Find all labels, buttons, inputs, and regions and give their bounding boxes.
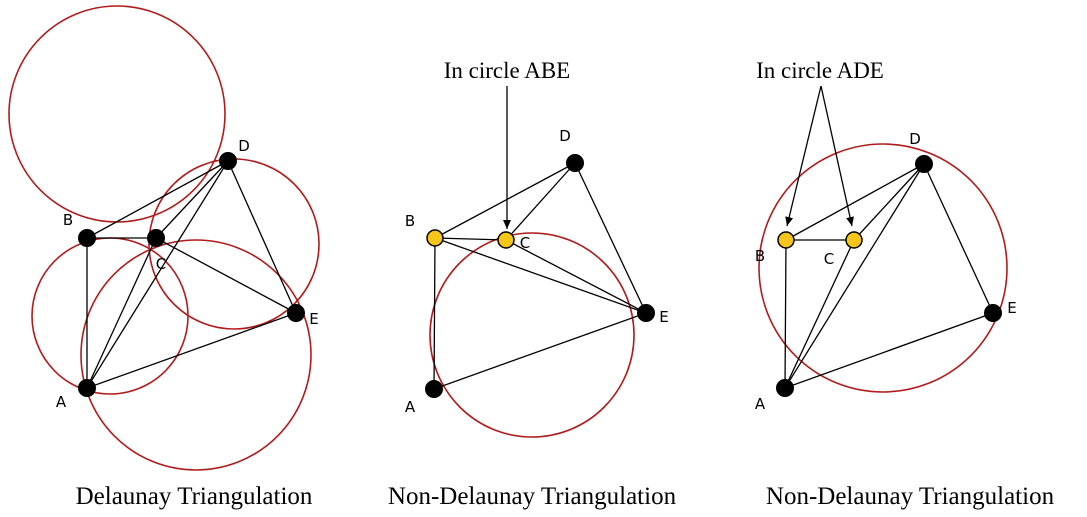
circumcircle-ade bbox=[758, 143, 1008, 393]
edge-ae bbox=[433, 312, 647, 390]
edge-ab bbox=[784, 239, 787, 389]
vertex-label-c: C bbox=[156, 255, 166, 273]
circumcircle-cde bbox=[148, 158, 320, 330]
edge-ad bbox=[86, 160, 229, 389]
vertex-label-b: B bbox=[405, 212, 415, 230]
vertex-b bbox=[777, 231, 795, 249]
caption: Delaunay Triangulation bbox=[76, 483, 313, 510]
edge-ae bbox=[86, 312, 297, 389]
edge-be bbox=[434, 237, 647, 314]
caption: Non-Delaunay Triangulation bbox=[766, 483, 1055, 510]
annotation-arrow-to-c bbox=[820, 85, 854, 227]
triangulation-edges bbox=[784, 163, 994, 389]
annotation-label: In circle ADE bbox=[756, 58, 884, 83]
edge-de bbox=[574, 162, 647, 314]
vertex-label-a: A bbox=[56, 393, 67, 411]
vertex-d bbox=[915, 155, 933, 173]
vertex-label-e: E bbox=[1007, 299, 1016, 317]
vertex-a bbox=[776, 379, 794, 397]
vertex-label-d: D bbox=[909, 130, 921, 148]
vertex-c bbox=[845, 231, 863, 249]
circumcircle-bcd bbox=[8, 5, 226, 223]
vertex-e bbox=[637, 304, 655, 322]
edge-de bbox=[227, 160, 297, 314]
vertex-a bbox=[78, 379, 96, 397]
edge-bd bbox=[434, 162, 576, 239]
vertex-d bbox=[566, 154, 584, 172]
vertex-b bbox=[78, 229, 96, 247]
caption: Non-Delaunay Triangulation bbox=[388, 483, 677, 510]
edge-cd bbox=[505, 162, 576, 241]
vertices: A B C D E bbox=[56, 137, 319, 411]
panel-non-delaunay-1: In circle ABE A B C D E Non-Delaunay Triangu… bbox=[388, 58, 677, 510]
triangulation-edges bbox=[86, 160, 297, 389]
edge-ae bbox=[784, 312, 994, 389]
edge-bd bbox=[86, 160, 229, 239]
vertex-label-b: B bbox=[63, 211, 73, 229]
edge-ce bbox=[505, 239, 647, 314]
annotation-arrow-to-b bbox=[785, 85, 822, 227]
panel-delaunay: A B C D E Delaunay Triangulation bbox=[8, 5, 320, 510]
edge-bd bbox=[785, 163, 925, 241]
panel-non-delaunay-2: In circle ADE A B C D E Non-Delaunay Triangu… bbox=[755, 58, 1055, 510]
vertex-label-a: A bbox=[405, 398, 416, 416]
edge-ac bbox=[784, 239, 855, 389]
circumcircle-abe bbox=[429, 232, 635, 438]
vertex-d bbox=[219, 152, 237, 170]
vertex-b bbox=[426, 229, 444, 247]
annotation-label: In circle ABE bbox=[444, 58, 570, 83]
vertex-a bbox=[425, 380, 443, 398]
vertex-label-e: E bbox=[309, 310, 318, 328]
vertex-c bbox=[147, 229, 165, 247]
vertices: A B C D E bbox=[405, 127, 669, 416]
vertex-label-c: C bbox=[520, 234, 530, 252]
edge-bc bbox=[434, 237, 507, 241]
edge-ac bbox=[86, 237, 157, 389]
edge-de bbox=[923, 163, 994, 314]
vertex-label-d: D bbox=[559, 127, 571, 145]
vertex-e bbox=[287, 304, 305, 322]
vertex-e bbox=[984, 304, 1002, 322]
vertex-label-a: A bbox=[755, 395, 766, 413]
edge-cd bbox=[155, 160, 229, 239]
vertex-label-d: D bbox=[238, 137, 250, 155]
vertices: A B C D E bbox=[755, 130, 1017, 413]
vertex-c bbox=[497, 231, 515, 249]
vertex-label-c: C bbox=[824, 250, 834, 268]
edge-ce bbox=[155, 237, 297, 314]
vertex-label-b: B bbox=[755, 247, 765, 265]
vertex-label-e: E bbox=[659, 308, 668, 326]
edge-ab bbox=[433, 237, 436, 390]
triangulation-edges bbox=[433, 162, 647, 390]
circumcircle-ace bbox=[80, 239, 312, 471]
edge-ad bbox=[784, 163, 925, 389]
edge-cd bbox=[853, 163, 925, 241]
